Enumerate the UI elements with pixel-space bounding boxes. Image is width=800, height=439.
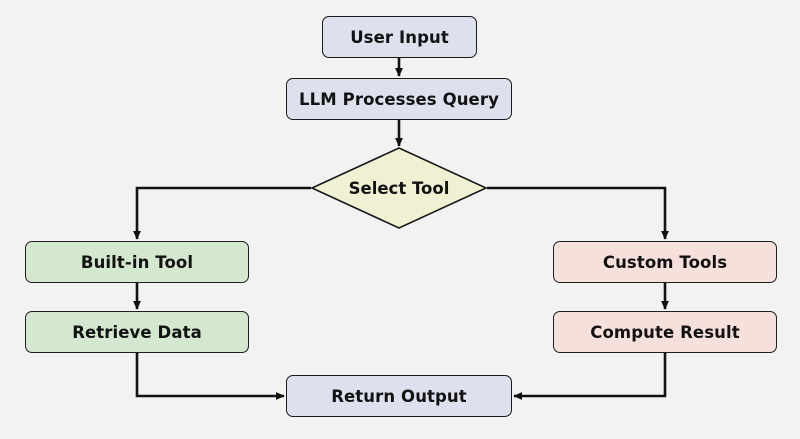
node-return-output[interactable]: Return Output [286, 375, 512, 417]
node-retrieve-data[interactable]: Retrieve Data [25, 311, 249, 353]
diamond-shape [310, 147, 488, 229]
edge-retrieve-to-return-output [135, 353, 285, 400]
node-select-tool-label: Select Tool [348, 178, 450, 198]
edge-select-tool-to-builtin [133, 186, 311, 240]
node-retrieve-data-label: Retrieve Data [72, 322, 202, 342]
node-llm-processes-query-label: LLM Processes Query [299, 89, 499, 109]
node-llm-processes-query[interactable]: LLM Processes Query [286, 78, 512, 120]
node-select-tool[interactable]: Select Tool [310, 147, 488, 229]
node-user-input[interactable]: User Input [322, 16, 477, 58]
node-user-input-label: User Input [350, 27, 449, 47]
node-return-output-label: Return Output [331, 386, 467, 406]
node-built-in-tool-label: Built-in Tool [80, 252, 194, 272]
node-compute-result-label: Compute Result [590, 322, 740, 342]
node-custom-tools-label: Custom Tools [602, 252, 728, 272]
edge-select-tool-to-custom [487, 186, 669, 240]
node-compute-result[interactable]: Compute Result [553, 311, 777, 353]
edge-compute-to-return-output [513, 353, 667, 400]
node-built-in-tool[interactable]: Built-in Tool [25, 241, 249, 283]
node-custom-tools[interactable]: Custom Tools [553, 241, 777, 283]
